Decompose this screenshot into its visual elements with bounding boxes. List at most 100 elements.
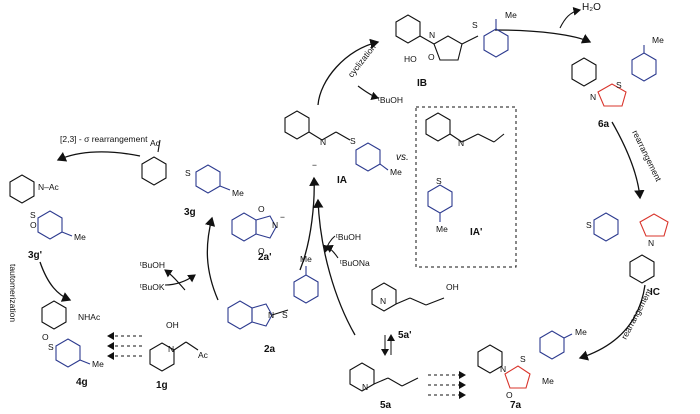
- label-5a: 5a: [380, 400, 392, 411]
- atom-n-2ap: N: [272, 220, 278, 230]
- atom-n-1g: N: [168, 344, 174, 354]
- structure-ia: [284, 110, 389, 172]
- dashed-arrows-1g-4g: [107, 332, 142, 360]
- atom-n-5ap: N: [380, 296, 386, 306]
- dashed-arrows-5a-7a: [428, 371, 466, 399]
- structure-ia-prime: [425, 112, 505, 222]
- atom-me-iap: Me: [436, 224, 448, 234]
- atom-o-2ap-top: O: [258, 204, 265, 214]
- atom-me-3gp: Me: [74, 232, 86, 242]
- label-7a: 7a: [510, 400, 522, 411]
- atom-oh-1g: OH: [166, 320, 179, 330]
- structure-5a: [349, 362, 419, 392]
- atom-n-ic: N: [648, 238, 654, 248]
- atom-ac-3g: Ac: [150, 138, 161, 148]
- atom-oh-5ap: OH: [446, 282, 459, 292]
- atom-n-ib: N: [429, 30, 435, 40]
- atom-n-2a: N: [268, 310, 274, 320]
- label-3g: 3g: [184, 207, 196, 218]
- atom-s-ib: S: [472, 20, 478, 30]
- label-h2o: H₂O: [582, 2, 601, 13]
- atom-s-2a: S: [282, 310, 288, 320]
- atom-s-4g: S: [48, 342, 54, 352]
- structure-7a: [477, 330, 573, 389]
- atom-o-ib: O: [428, 52, 435, 62]
- label-ia: IA: [337, 175, 347, 186]
- atom-me-6a: Me: [652, 35, 664, 45]
- label-6a: 6a: [598, 119, 610, 130]
- atom-s-ic: S: [586, 220, 592, 230]
- atom-s-iap: S: [436, 176, 442, 186]
- arrow-ia-to-ib: [317, 38, 380, 106]
- arrow-h2o: [559, 6, 582, 29]
- atom-n-7a: N: [500, 364, 506, 374]
- arrow-2a-to-3g: [205, 216, 219, 301]
- arrow-tbuona: [325, 245, 339, 259]
- atom-o-4g: O: [42, 332, 49, 342]
- atom-s-3g: S: [185, 168, 191, 178]
- structure-3g: [141, 139, 231, 194]
- atom-me-ib: Me: [505, 10, 517, 20]
- equilibrium-arrows: [381, 334, 395, 356]
- atom-minus-ia: −: [312, 160, 317, 170]
- atom-minus-2ap: −: [280, 212, 285, 222]
- arrow-tbuoh-left: [164, 269, 186, 291]
- arrow-2a-to-ia: [299, 176, 320, 271]
- atom-s-ia: S: [350, 136, 356, 146]
- arrow-tbuok: [164, 274, 196, 286]
- atom-n-5a: N: [362, 382, 368, 392]
- structure-ic: [593, 212, 669, 284]
- arrow-ib-cyclization-tbuoh: [357, 85, 380, 101]
- structure-3gp: [9, 174, 73, 240]
- label-5a-prime: 5a': [398, 330, 412, 341]
- atom-ho-ib: HO: [404, 54, 417, 64]
- atom-me-4g: Me: [92, 359, 104, 369]
- reagent-tbuoh-top: ᵗBuOH: [378, 95, 403, 105]
- atom-o-7a: O: [506, 390, 513, 400]
- label-vs: vs.: [396, 152, 409, 163]
- atom-n-6a: N: [590, 92, 596, 102]
- arrow-ic-to-7a: [578, 284, 646, 361]
- reagent-tbuoh-mid: ᵗBuOH: [336, 232, 361, 242]
- label-23-rearrangement: [2,3] - σ rearrangement: [60, 134, 148, 144]
- arrow-tbuoh-mid: [322, 235, 336, 254]
- label-ia-prime: IA': [470, 227, 482, 238]
- atom-nac-3gp: N–Ac: [38, 182, 60, 192]
- reagent-tbuok: ᵗBuOK: [140, 282, 165, 292]
- atom-me-7a-ring: Me: [542, 376, 554, 386]
- atom-o-3gp: O: [30, 220, 37, 230]
- atom-s-6a: S: [616, 80, 622, 90]
- label-3g-prime: 3g': [28, 250, 42, 261]
- arrow-6a-to-ic: [611, 121, 645, 200]
- atom-n-iap: N: [458, 138, 464, 148]
- structure-2a: [227, 266, 319, 330]
- arrow-ib-to-6a: [494, 29, 592, 44]
- label-4g: 4g: [76, 377, 88, 388]
- structure-4g: [41, 300, 91, 368]
- arrow-3gp-to-4g: [39, 261, 72, 302]
- atom-me-ia: Me: [390, 167, 402, 177]
- label-rearrangement-bottom: rearrangement: [619, 286, 654, 340]
- label-2a-prime: 2a': [258, 252, 272, 263]
- atom-nhac-4g: NHAc: [78, 312, 101, 322]
- label-tautomerization: tautomerization: [8, 264, 18, 322]
- structure-2a-prime: [231, 212, 277, 242]
- label-ic: IC: [650, 287, 660, 298]
- atom-me-7a: Me: [575, 327, 587, 337]
- atom-o-2ap: O: [258, 246, 265, 256]
- label-1g: 1g: [156, 380, 168, 391]
- structure-5a-prime: [371, 282, 445, 312]
- structure-1g: [149, 341, 199, 372]
- label-ib: IB: [417, 78, 427, 89]
- structure-6a: [571, 45, 657, 107]
- atom-me-3g: Me: [232, 188, 244, 198]
- ia-prime-box: [415, 106, 517, 268]
- reagent-tbuoh-left: ᵗBuOH: [140, 260, 165, 270]
- reagent-tbuona: ᵗBuONa: [340, 258, 370, 268]
- arrow-3g-to-3gp: [56, 151, 141, 162]
- arrow-5a-to-ia: [313, 198, 356, 336]
- label-2a: 2a: [264, 344, 276, 355]
- atom-s-3gp: S: [30, 210, 36, 220]
